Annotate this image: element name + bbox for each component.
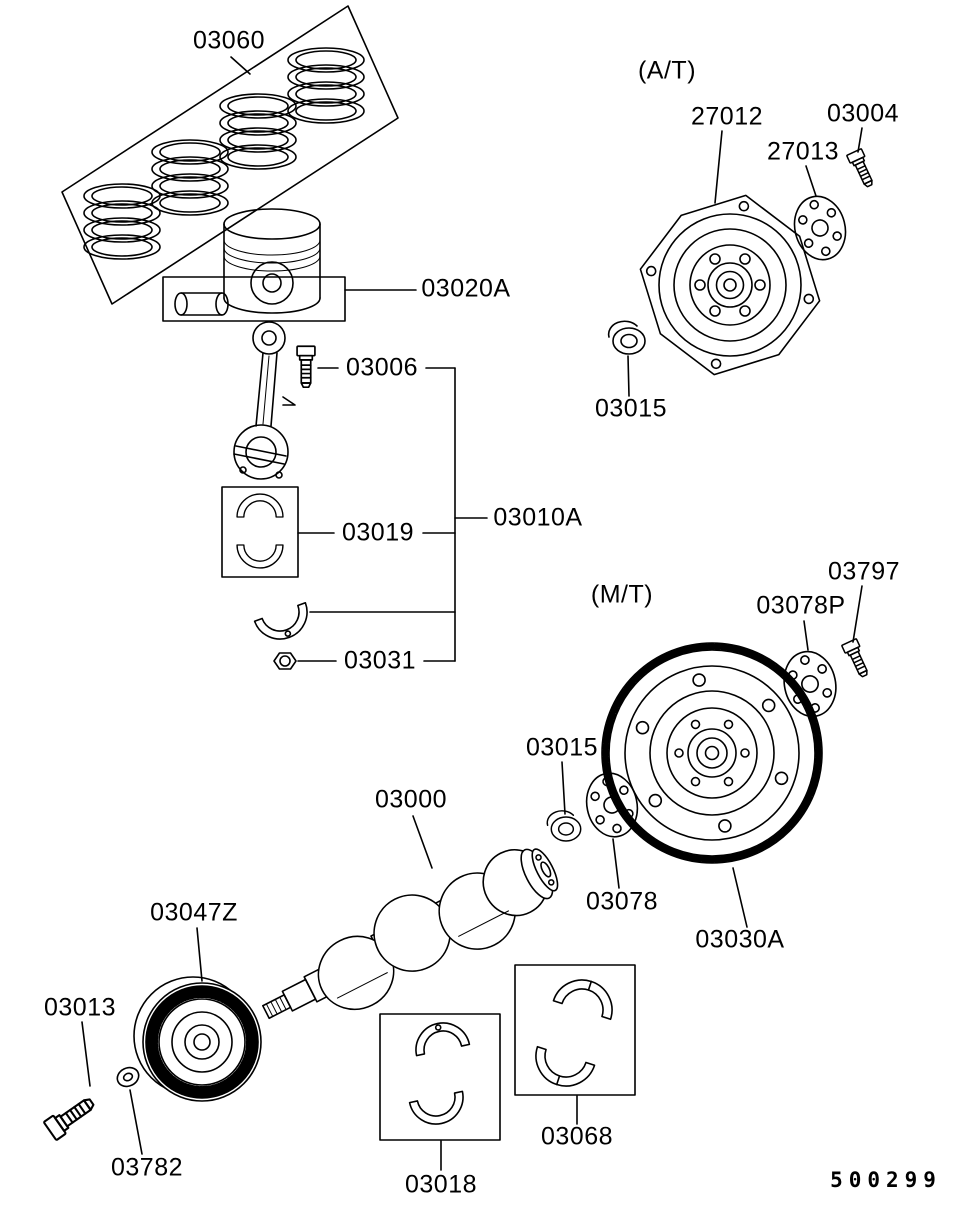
label-03078P: 03078P — [756, 591, 846, 620]
label-27012: 27012 — [690, 102, 764, 131]
label-03031: 03031 — [343, 646, 417, 675]
label-27013: 27013 — [766, 137, 840, 166]
label-03797: 03797 — [827, 557, 901, 586]
at-driveplate-drawing — [639, 194, 821, 376]
label-03078: 03078 — [585, 887, 659, 916]
mt-bolt-drawing — [840, 637, 873, 680]
main-bearing-kit-drawing — [379, 1013, 501, 1141]
rod-bearing-lower-drawing — [253, 601, 316, 648]
piston-drawing — [223, 208, 321, 314]
rod-bolt-drawing — [296, 345, 316, 389]
label-section-mt: (M/T) — [590, 580, 654, 609]
thrust-bearing-kit-drawing — [514, 964, 636, 1096]
crankshaft-drawing — [262, 848, 559, 1020]
figure-code: 500299 — [830, 1168, 942, 1192]
label-03047Z: 03047Z — [150, 898, 238, 927]
label-03019: 03019 — [341, 518, 415, 547]
pilot-bushing-mt-drawing — [546, 810, 582, 842]
leader-lines — [81, 56, 863, 1171]
mt-flywheel-drawing — [601, 642, 823, 864]
label-03068: 03068 — [540, 1122, 614, 1151]
label-03015-at: 03015 — [594, 394, 668, 423]
label-03000: 03000 — [374, 785, 448, 814]
label-03020A: 03020A — [421, 274, 511, 303]
label-03030A: 03030A — [695, 925, 785, 954]
piston-ring-set-drawing — [61, 5, 399, 305]
label-03782: 03782 — [110, 1153, 184, 1182]
rod-nut-drawing — [273, 652, 297, 670]
label-03018: 03018 — [404, 1170, 478, 1199]
label-03006: 03006 — [345, 353, 419, 382]
pin-callout-box — [162, 276, 346, 322]
connecting-rod-drawing — [233, 321, 296, 480]
label-03004: 03004 — [826, 99, 900, 128]
piston-pin-drawing — [174, 292, 229, 316]
pilot-bushing-at-drawing — [607, 320, 646, 355]
at-bolt-drawing — [845, 147, 878, 190]
label-section-at: (A/T) — [637, 56, 697, 85]
pulley-drawing — [133, 976, 262, 1102]
washer-drawing — [116, 1066, 140, 1088]
pulley-bolt-drawing — [42, 1092, 99, 1142]
label-03010A: 03010A — [493, 503, 583, 532]
label-03015-mt: 03015 — [525, 733, 599, 762]
label-03013: 03013 — [43, 993, 117, 1022]
label-03060: 03060 — [192, 26, 266, 55]
rod-bearing-kit-drawing — [221, 486, 299, 578]
at-adapter-plate-drawing — [787, 190, 853, 266]
